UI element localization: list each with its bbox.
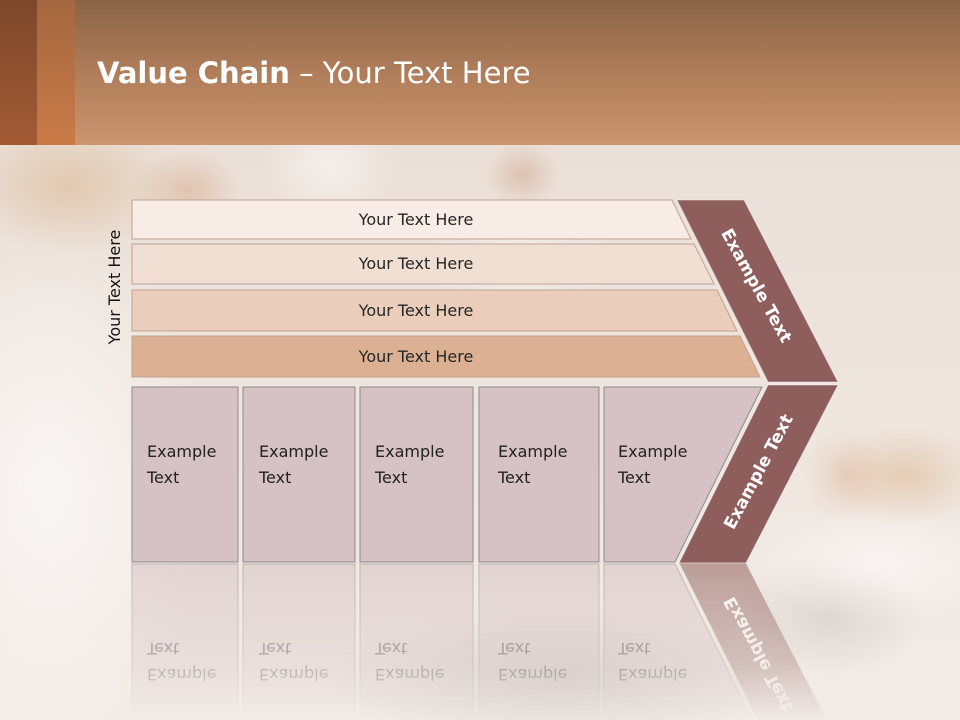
reflection-box-2 (242, 563, 356, 720)
bar-label-1: Your Text Here (358, 210, 474, 229)
reflection-box-1 (131, 563, 239, 720)
header-band: Value Chain – Your Text Here (0, 0, 960, 145)
reflection: Example Text Example Text Example Text E… (0, 562, 960, 720)
reflection-box-label-3: Example Text (375, 639, 445, 684)
chevron-upper-arm (676, 199, 839, 383)
box-label-2: Example Text (259, 442, 329, 487)
bar-4 (131, 335, 761, 378)
side-label: Your Text Here (105, 229, 124, 345)
reflection-box-label-2: Example Text (259, 639, 329, 684)
header-stripe-dark (0, 0, 37, 145)
box-label-3: Example Text (375, 442, 445, 487)
value-chain-upper (131, 199, 839, 383)
box-4 (478, 386, 600, 563)
box-label-5: Example Text (618, 442, 688, 487)
reflection-box-label-4: Example Text (498, 639, 568, 684)
box-label-1: Example Text (147, 442, 217, 487)
bar-label-2: Your Text Here (358, 254, 474, 273)
box-3 (359, 386, 474, 563)
slide-title-bold: Value Chain (97, 56, 290, 90)
reflection-shapes (131, 562, 839, 720)
bar-1 (131, 199, 692, 240)
bar-label-4: Your Text Here (358, 347, 474, 366)
value-chain-lower: Example Text Example Text Example Text E… (0, 384, 960, 564)
box-5 (603, 386, 763, 563)
header-stripe-orange (37, 0, 75, 145)
reflection-chevron-lower-arm (678, 562, 839, 720)
box-1 (131, 386, 239, 563)
reflection-box-label-1: Example Text (147, 639, 217, 684)
bar-label-3: Your Text Here (358, 301, 474, 320)
box-2 (242, 386, 356, 563)
bar-3 (131, 289, 738, 332)
value-chain-lower-shapes (131, 384, 839, 564)
slide-title-rest: – Your Text Here (289, 56, 531, 90)
bar-2 (131, 243, 715, 285)
reflection-box-label-5: Example Text (618, 639, 688, 684)
reflection-lower: Example Text Example Text Example Text E… (0, 562, 960, 720)
reflection-box-3 (359, 563, 474, 720)
slide-title: Value Chain – Your Text Here (97, 53, 531, 93)
reflection-box-4 (478, 563, 600, 720)
box-label-4: Example Text (498, 442, 568, 487)
reflection-box-5 (603, 563, 763, 720)
